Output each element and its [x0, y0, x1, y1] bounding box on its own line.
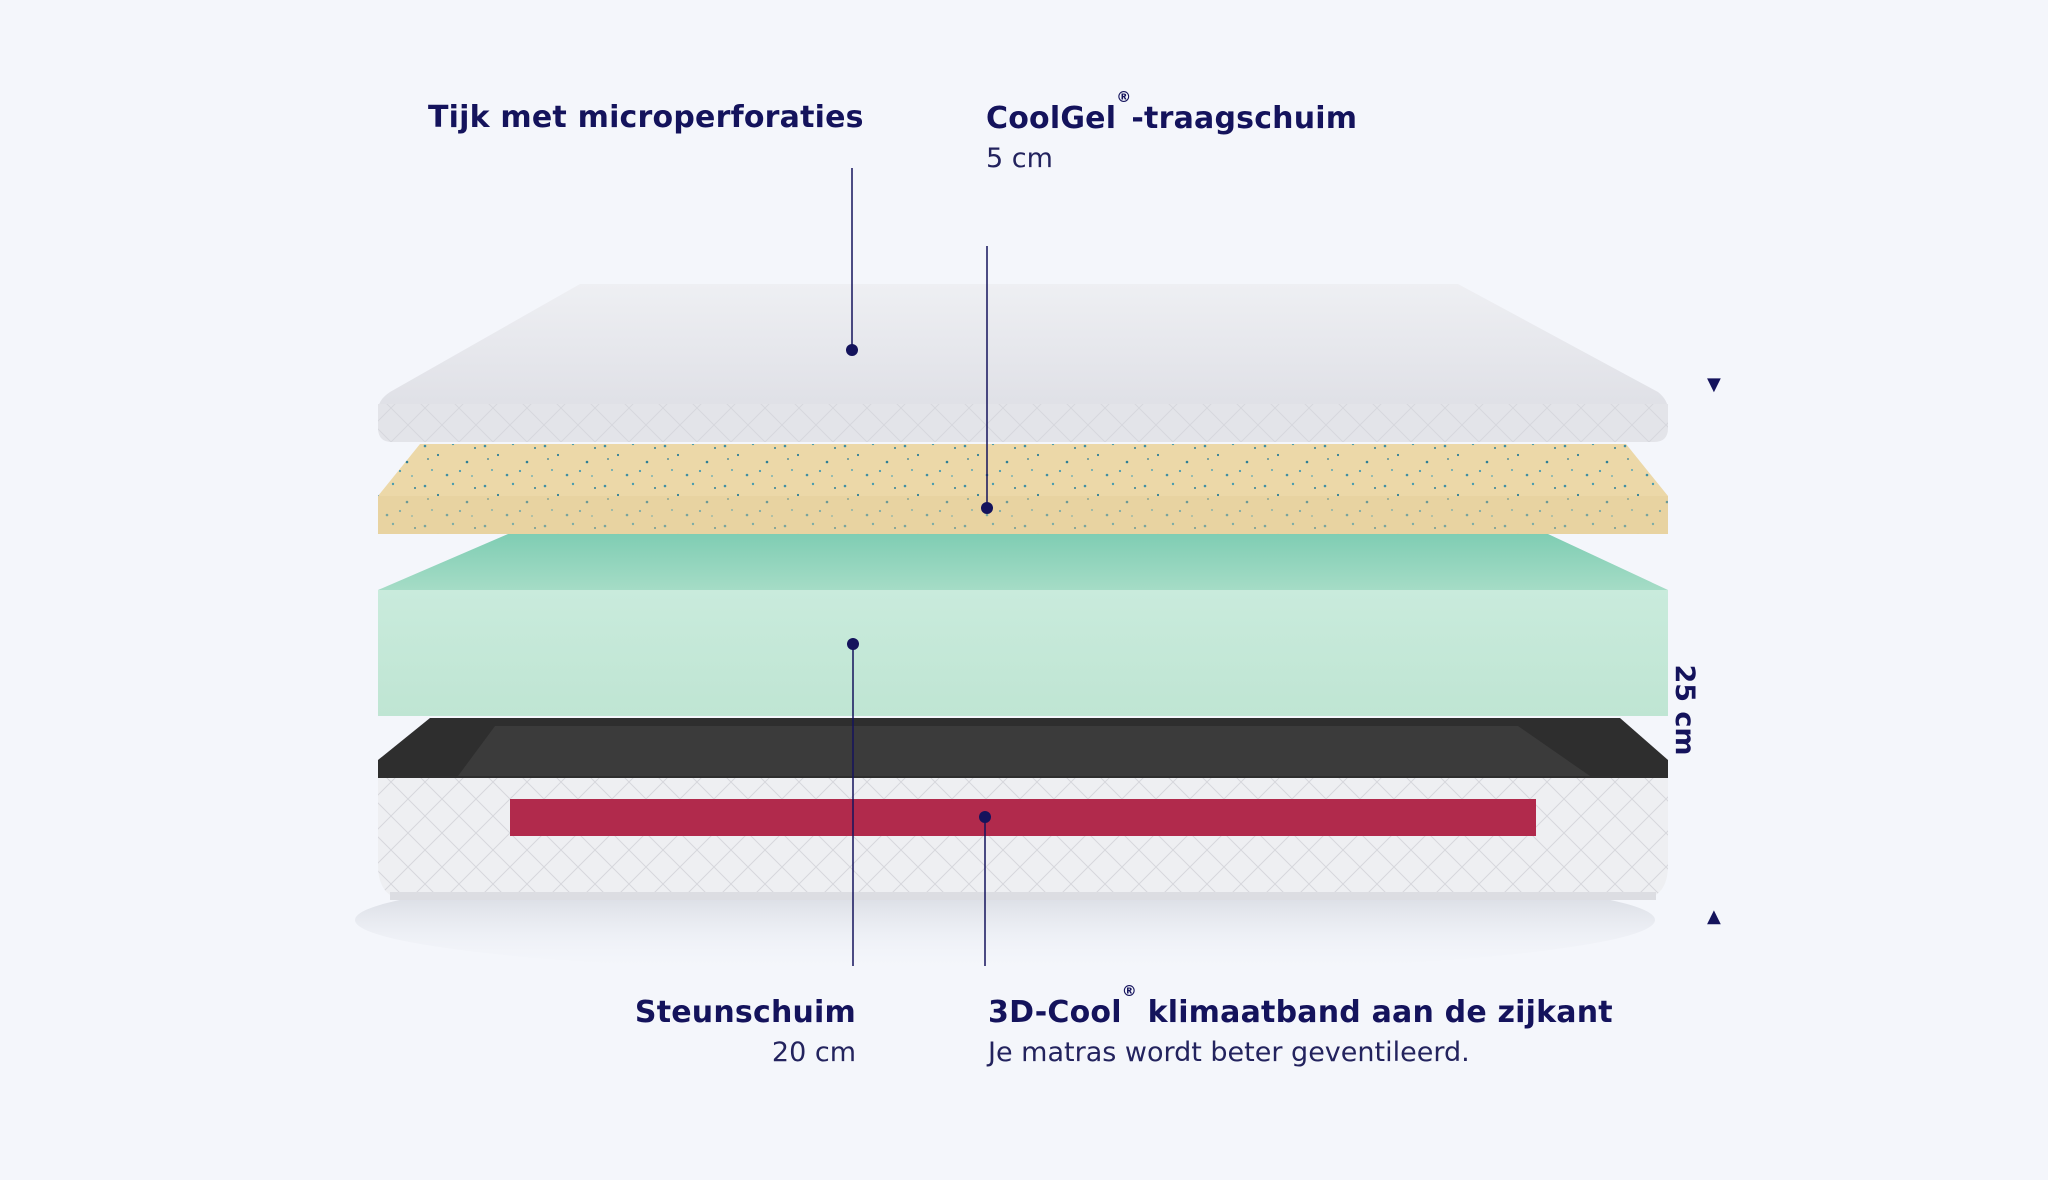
coolgel-title-rest: -traagschuim	[1131, 101, 1358, 136]
coolgel-label: CoolGel®-traagschuim 5 cm	[986, 90, 1358, 177]
band-title: 3D-Cool® klimaatband aan de zijkant	[988, 984, 1613, 1031]
support-callout-dot	[847, 638, 859, 650]
total-height-label: 25 cm	[1669, 664, 1700, 756]
support-foam-layer	[378, 534, 1668, 716]
coolgel-title-main: CoolGel	[986, 101, 1117, 136]
band-callout-dot	[979, 811, 991, 823]
band-description: Je matras wordt beter geventileerd.	[988, 1037, 1470, 1068]
coolgel-title: CoolGel®-traagschuim	[986, 90, 1358, 137]
arrow-down-icon: ▼	[1707, 374, 1721, 395]
coolgel-callout-dot	[981, 502, 993, 514]
coolgel-layer	[378, 444, 1668, 534]
band-label: 3D-Cool® klimaatband aan de zijkant Je m…	[988, 984, 1613, 1071]
band-title-main: 3D-Cool	[988, 995, 1122, 1030]
coolgel-thickness: 5 cm	[986, 143, 1053, 174]
cover-callout-dot	[846, 344, 858, 356]
cover-title: Tijk met microperforaties	[428, 100, 864, 135]
cover-layer	[378, 284, 1668, 442]
cover-label: Tijk met microperforaties	[428, 100, 864, 136]
support-title: Steunschuim	[634, 995, 856, 1030]
registered-mark: ®	[1116, 88, 1132, 106]
registered-mark: ®	[1121, 982, 1137, 1000]
arrow-up-icon: ▲	[1707, 906, 1721, 927]
support-label: Steunschuim 20 cm	[560, 995, 856, 1071]
support-thickness: 20 cm	[771, 1037, 856, 1068]
climate-band	[510, 799, 1536, 836]
band-title-rest: klimaatband aan de zijkant	[1136, 995, 1613, 1030]
